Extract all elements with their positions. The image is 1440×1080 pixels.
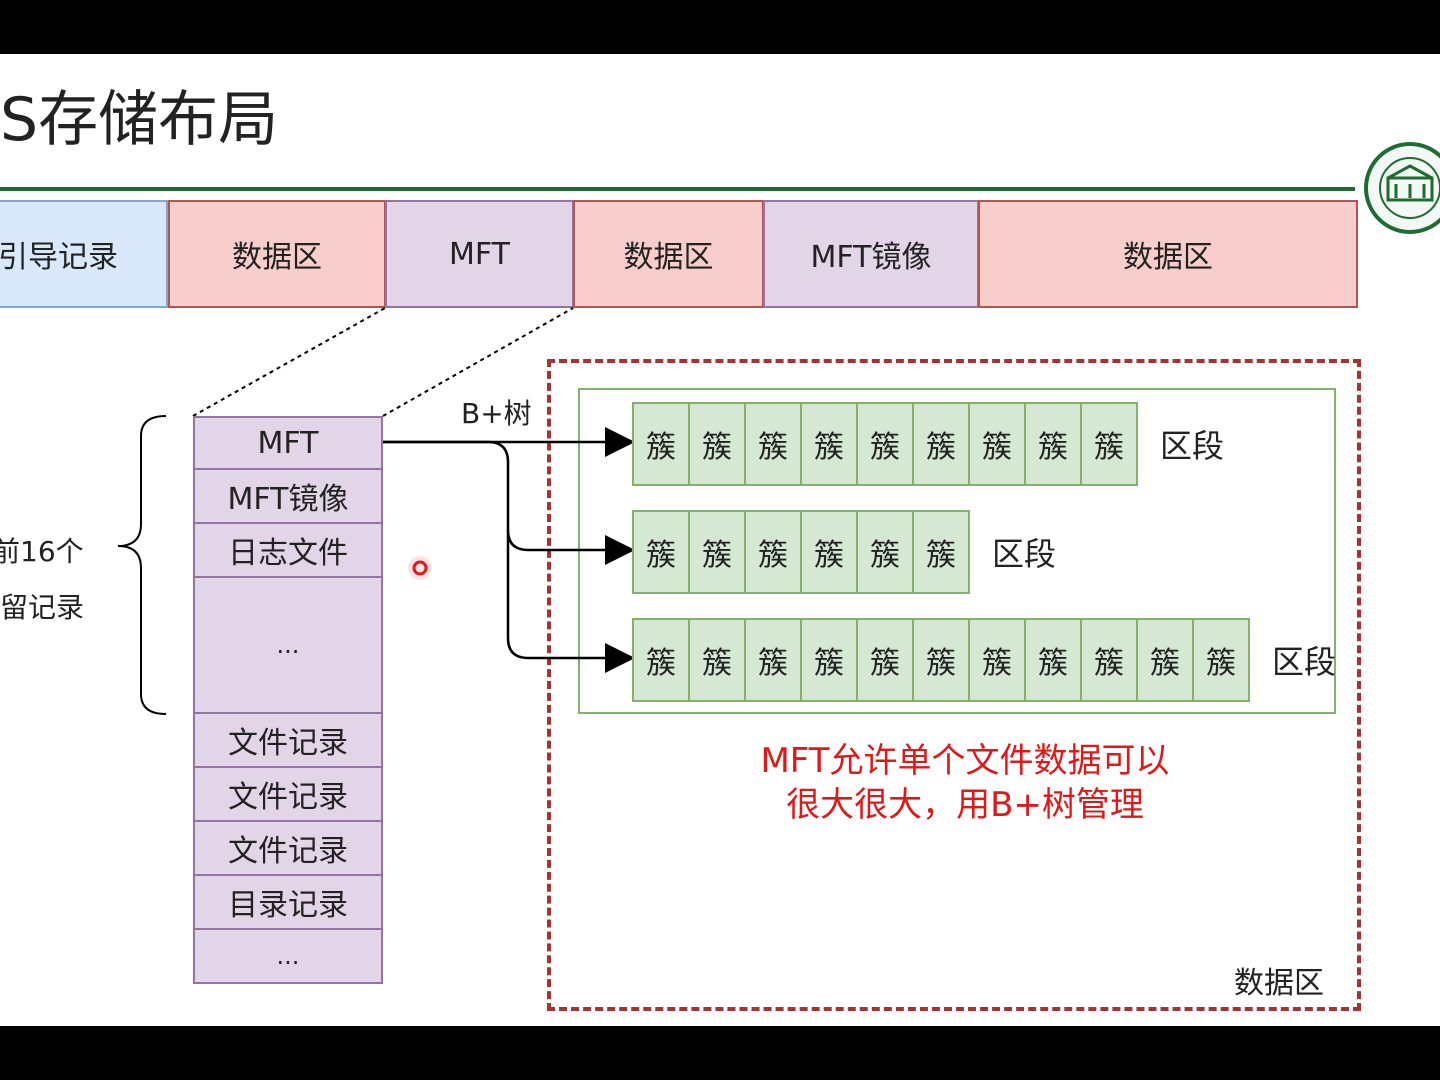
cluster-cell: 簇: [912, 402, 970, 486]
bplus-tree-label: B+树: [461, 397, 532, 430]
cluster-cell: 簇: [912, 510, 970, 594]
mft-record-log: 日志文件: [193, 522, 383, 578]
cluster-cell: 簇: [800, 618, 858, 702]
data-region-label: 数据区: [1234, 966, 1324, 1001]
extent-row: 簇簇簇簇簇簇区段: [632, 510, 1056, 594]
brace-label-line-2: 留记录: [0, 591, 85, 624]
page-title: S存储布局: [0, 85, 279, 155]
cluster-cell: 簇: [800, 510, 858, 594]
cluster-cell: 簇: [632, 618, 690, 702]
cluster-cell: 簇: [856, 618, 914, 702]
extent-label: 区段: [1160, 427, 1225, 465]
mft-record-ellipsis-2: ...: [193, 928, 383, 984]
cluster-cell: 簇: [632, 402, 690, 486]
connector-lines: [117, 307, 635, 715]
extent-row: 簇簇簇簇簇簇簇簇簇簇簇区段: [632, 618, 1336, 702]
cluster-cell: 簇: [744, 402, 802, 486]
cluster-cell: 簇: [688, 402, 746, 486]
cluster-cell: 簇: [744, 510, 802, 594]
segment-data-area-2: 数据区: [573, 200, 764, 308]
extent-label: 区段: [1272, 643, 1337, 681]
mft-record-file-1: 文件记录: [193, 712, 383, 768]
arrow-extent-2: [383, 440, 635, 565]
cluster-cell: 簇: [912, 618, 970, 702]
segment-boot-record: 引导记录: [0, 200, 168, 308]
cluster-cell: 簇: [1080, 402, 1138, 486]
extent-row: 簇簇簇簇簇簇簇簇簇区段: [632, 402, 1224, 486]
cluster-cell: 簇: [968, 402, 1026, 486]
note-line-1: MFT允许单个文件数据可以: [760, 741, 1170, 781]
cluster-cell: 簇: [968, 618, 1026, 702]
segment-data-area-3: 数据区: [978, 200, 1358, 308]
laser-pointer-glow: [408, 556, 432, 580]
slide: S存储布局 引导记录 数据区 MFT 数据区 MFT镜像 数据区: [0, 54, 1440, 1026]
zoom-line-left: [192, 307, 386, 417]
mft-record-mft: MFT: [193, 416, 383, 470]
cluster-cell: 簇: [1024, 402, 1082, 486]
cluster-cell: 簇: [632, 510, 690, 594]
cluster-cell: 簇: [1080, 618, 1138, 702]
brace-label-line-1: 前16个: [0, 535, 84, 568]
brace-icon: [117, 415, 167, 715]
university-seal-logo: [1364, 142, 1440, 234]
cluster-cell: 簇: [688, 510, 746, 594]
segment-mft-mirror: MFT镜像: [763, 200, 979, 308]
cluster-cell: 簇: [800, 402, 858, 486]
cluster-cell: 簇: [1192, 618, 1250, 702]
extent-label: 区段: [992, 535, 1057, 573]
segment-mft: MFT: [385, 200, 574, 308]
mft-record-ellipsis: ...: [193, 576, 383, 714]
annotation-note: MFT允许单个文件数据可以 很大很大，用B+树管理: [700, 739, 1230, 827]
mft-record-file-3: 文件记录: [193, 820, 383, 876]
mft-record-directory: 目录记录: [193, 874, 383, 930]
arrow-extent-3: [506, 530, 635, 673]
cluster-cell: 簇: [688, 618, 746, 702]
note-line-2: 很大很大，用B+树管理: [786, 785, 1144, 825]
title-divider: [0, 187, 1355, 191]
brace-label: 前16个 留记录: [0, 524, 84, 636]
cluster-cell: 簇: [1136, 618, 1194, 702]
mft-record-file-2: 文件记录: [193, 766, 383, 822]
data-region-outline: [547, 359, 1361, 1011]
cluster-cell: 簇: [856, 402, 914, 486]
cluster-cell: 簇: [856, 510, 914, 594]
cluster-cell: 簇: [744, 618, 802, 702]
mft-record-mirror: MFT镜像: [193, 468, 383, 524]
cluster-cell: 簇: [1024, 618, 1082, 702]
laser-pointer-dot: [412, 560, 428, 576]
